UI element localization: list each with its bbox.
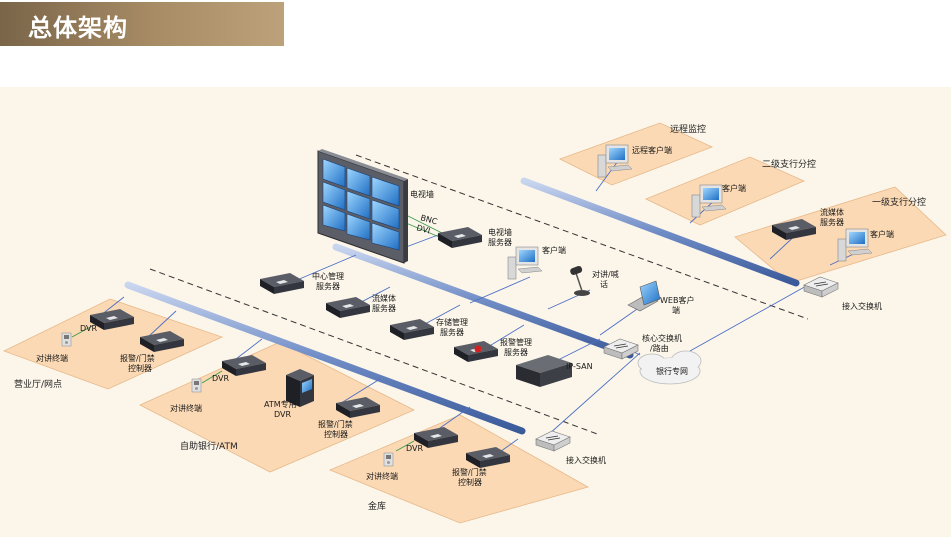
stream-media-server xyxy=(326,297,370,318)
stream-label-2: 服务器 xyxy=(372,303,396,313)
core-switch-label-1: 核心交换机 xyxy=(642,333,682,343)
hall-intercom-label: 对讲终端 xyxy=(36,353,68,363)
atm-alarm-label-1: 报警/门禁 xyxy=(318,419,353,429)
level2-client-label: 客户端 xyxy=(722,183,746,193)
storage-label-1: 存储管理 xyxy=(436,317,468,327)
tv-wall xyxy=(317,149,408,264)
zone-level2-label: 二级支行分控 xyxy=(762,158,816,170)
core-switch-label-2: /路由 xyxy=(650,343,669,353)
bnc-label: BNC xyxy=(419,213,438,226)
access-switch-top xyxy=(803,276,839,298)
zone-atm-label: 自助银行/ATM xyxy=(180,440,238,452)
level1-stream-label-1: 流媒体 xyxy=(820,207,844,217)
center-client-label: 客户端 xyxy=(542,245,566,255)
trunk-center xyxy=(332,243,634,359)
vault-alarm-label-2: 控制器 xyxy=(458,477,482,487)
zone-hall-label: 营业厅/网点 xyxy=(14,378,62,390)
atm-intercom-label: 对讲终端 xyxy=(170,403,202,413)
web-client-label-2: 端 xyxy=(672,305,680,315)
title-band: 总体架构 xyxy=(0,2,284,46)
web-client-laptop xyxy=(627,280,661,312)
zone-level1-label: 一级支行分控 xyxy=(872,196,926,208)
atm-special-label-1: ATM专用 xyxy=(264,399,297,409)
hall-alarm-label-2: 控制器 xyxy=(128,363,152,373)
tv-wall-server xyxy=(438,227,482,248)
trunk-branch xyxy=(520,177,800,287)
hall-intercom-terminal xyxy=(61,332,72,347)
zone-hall xyxy=(2,298,224,390)
video-links xyxy=(71,214,447,452)
trunk-sites xyxy=(124,281,526,435)
ip-san-label: IP-SAN xyxy=(566,362,593,371)
alarm-management-server xyxy=(454,341,498,362)
center-mgmt-label-2: 服务器 xyxy=(316,281,340,291)
level1-stream-label-2: 服务器 xyxy=(820,217,844,227)
separator-top xyxy=(355,154,809,320)
access-switch-bottom xyxy=(535,430,571,452)
page-title: 总体架构 xyxy=(28,14,128,42)
tv-wall-label: 电视墙 xyxy=(410,189,434,199)
bank-network-label: 银行专网 xyxy=(656,366,688,376)
level1-client-label: 客户端 xyxy=(870,229,894,239)
center-client-pc xyxy=(507,246,543,280)
hall-dvr-label: DVR xyxy=(80,324,97,333)
alarm-mgmt-label-1: 报警管理 xyxy=(500,337,532,347)
zone-remote-label: 远程监控 xyxy=(670,123,706,135)
zone-level1 xyxy=(734,186,947,284)
bank-network-cloud xyxy=(637,350,702,385)
center-mgmt-label-1: 中心管理 xyxy=(312,271,344,281)
vault-intercom-terminal xyxy=(383,452,394,467)
remote-client-label: 远程客户端 xyxy=(632,145,672,155)
hall-alarm-label-1: 报警/门禁 xyxy=(120,353,155,363)
vault-dvr-label: DVR xyxy=(406,444,423,453)
atm-special-dvr xyxy=(286,369,314,407)
network-links xyxy=(95,160,861,460)
intercom-center-label-1: 对讲/喊 xyxy=(592,269,619,279)
architecture-diagram: 电视墙 BNC DVI 电视墙 服务器 中心管理 服务器 流媒体 服务器 存储管… xyxy=(0,87,951,537)
atm-dvr-label: DVR xyxy=(212,374,229,383)
intercom-microphone xyxy=(570,265,590,296)
stream-label-1: 流媒体 xyxy=(372,293,396,303)
intercom-center-label-2: 话 xyxy=(600,279,608,289)
ip-san-storage xyxy=(516,355,572,387)
access-switch-top-label: 接入交换机 xyxy=(842,301,882,311)
vault-alarm-label-1: 报警/门禁 xyxy=(452,467,487,477)
center-management-server xyxy=(260,273,304,294)
alarm-mgmt-label-2: 服务器 xyxy=(504,347,528,357)
zone-level2 xyxy=(645,156,806,226)
zone-vault-label: 金库 xyxy=(368,500,386,512)
atm-intercom-terminal xyxy=(191,378,202,393)
web-client-label-1: WEB客户 xyxy=(660,295,694,305)
access-switch-bottom-label: 接入交换机 xyxy=(566,455,606,465)
tv-server-label-1: 电视墙 xyxy=(488,227,512,237)
atm-alarm-label-2: 控制器 xyxy=(324,429,348,439)
vault-intercom-label: 对讲终端 xyxy=(366,471,398,481)
atm-special-label-2: DVR xyxy=(274,410,291,419)
diagram-canvas: 电视墙 BNC DVI 电视墙 服务器 中心管理 服务器 流媒体 服务器 存储管… xyxy=(2,122,947,524)
tv-server-label-2: 服务器 xyxy=(488,237,512,247)
storage-label-2: 服务器 xyxy=(440,327,464,337)
dvi-label: DVI xyxy=(415,223,431,235)
